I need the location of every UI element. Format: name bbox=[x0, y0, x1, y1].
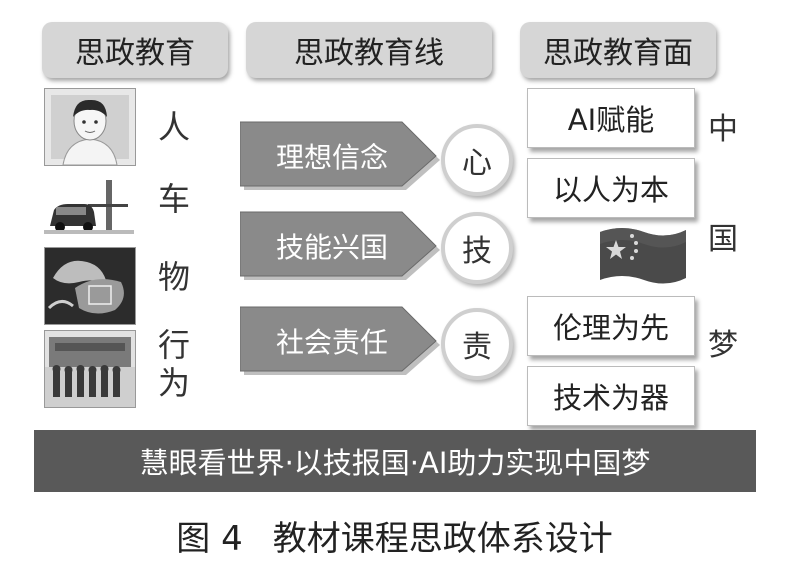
circle-skill: 技 bbox=[441, 212, 513, 284]
char-china-1: 中 bbox=[708, 112, 738, 147]
char-behavior-2: 为 bbox=[158, 364, 191, 402]
line-label-ideals: 理想信念 bbox=[275, 141, 388, 174]
group-photo-icon bbox=[44, 330, 136, 408]
char-vehicle: 车 bbox=[158, 180, 191, 218]
line-arrow-skills: 技能兴国 bbox=[240, 210, 444, 282]
line-arrow-responsibility: 社会责任 bbox=[240, 305, 444, 377]
header-ideological-education-surface: 思政教育面 bbox=[520, 22, 716, 78]
header-ideological-education: 思政教育 bbox=[42, 22, 228, 78]
box-technology-as-tool: 技术为器 bbox=[527, 366, 695, 426]
figure-caption: 图 4 教材课程思政体系设计 bbox=[0, 505, 789, 565]
line-arrow-ideals: 理想信念 bbox=[240, 120, 444, 192]
circle-heart: 心 bbox=[441, 124, 513, 196]
char-dream: 梦 bbox=[708, 328, 738, 363]
char-person: 人 bbox=[158, 108, 191, 146]
car-photo-icon bbox=[44, 176, 134, 234]
china-flag-icon bbox=[594, 222, 690, 290]
figure-number: 图 4 bbox=[176, 518, 243, 559]
line-label-responsibility: 社会责任 bbox=[275, 326, 388, 359]
char-behavior-1: 行 bbox=[158, 326, 191, 364]
box-people-oriented: 以人为本 bbox=[527, 158, 695, 218]
circle-responsibility: 责 bbox=[441, 308, 513, 380]
box-ai-empowerment: AI赋能 bbox=[527, 88, 695, 148]
line-label-skills: 技能兴国 bbox=[275, 231, 388, 264]
figure-title: 教材课程思政体系设计 bbox=[272, 518, 613, 559]
person-photo-icon bbox=[44, 88, 136, 166]
char-china-2: 国 bbox=[708, 222, 738, 257]
header-ideological-education-line: 思政教育线 bbox=[246, 22, 492, 78]
object-photo-icon bbox=[44, 247, 136, 325]
box-ethics-first: 伦理为先 bbox=[527, 296, 695, 356]
slogan-banner: 慧眼看世界·以技报国·AI助力实现中国梦 bbox=[34, 430, 756, 492]
char-object: 物 bbox=[158, 258, 191, 296]
